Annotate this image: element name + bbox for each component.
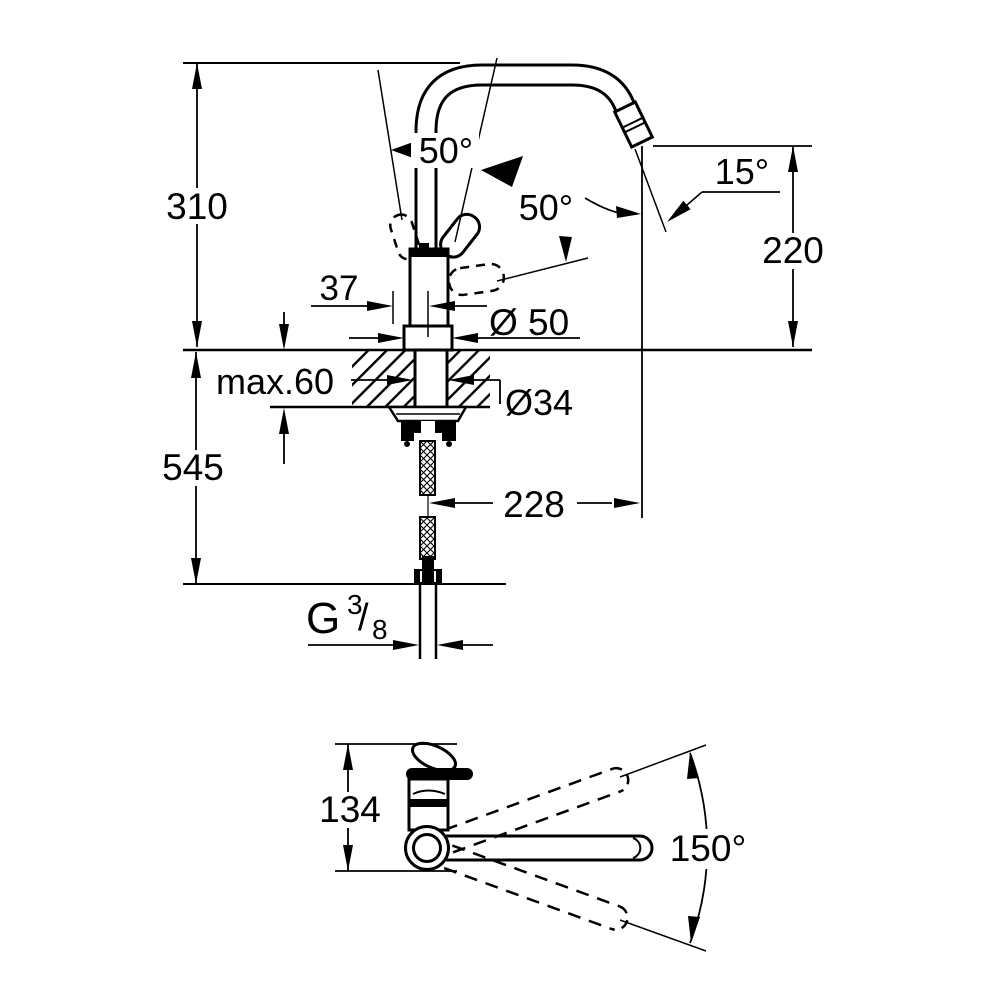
- dimension-hole-diameter-34: [448, 375, 501, 404]
- label-310: 310: [166, 186, 228, 227]
- label-37: 37: [320, 269, 359, 308]
- faucet-body: [408, 243, 450, 329]
- label-dia34: Ø34: [505, 382, 573, 423]
- spout-nozzle: [612, 99, 655, 150]
- label-134: 134: [319, 789, 381, 830]
- label-545: 545: [162, 447, 224, 488]
- dimension-offset-37: [311, 291, 487, 337]
- spout-dashed-up: [444, 767, 630, 854]
- labels: 310 545 220 50° 50° 15° 37 Ø 50 max.60 Ø…: [162, 130, 824, 869]
- label-15deg: 15°: [715, 151, 769, 192]
- label-50deg-left: 50°: [419, 130, 473, 171]
- spout-pipe: [414, 63, 636, 252]
- handle-dashed-horizontal: [447, 262, 506, 297]
- supply-hose-upper: [419, 440, 436, 496]
- supply-hose-lower: [419, 516, 436, 570]
- label-50deg-right: 50°: [519, 187, 573, 228]
- mounting-flange: [386, 405, 469, 447]
- body-plan: [406, 741, 473, 832]
- label-max60: max.60: [216, 361, 334, 402]
- tail-pipe: [418, 584, 438, 659]
- handle-dashed-left: [389, 213, 421, 261]
- dimension-base-diameter-50: [349, 333, 580, 343]
- label-backgrounds: [159, 133, 827, 869]
- dimension-handle-angle-right-50: [496, 236, 589, 282]
- label-228: 228: [503, 484, 565, 525]
- label-220: 220: [762, 230, 824, 271]
- label-dia50: Ø 50: [489, 302, 569, 343]
- swivel-pivot: [404, 825, 450, 871]
- connection-nut: [414, 569, 442, 584]
- lever-handle: [411, 741, 457, 773]
- dimension-spout-angle-15: [584, 148, 780, 233]
- spout-arm-solid: [446, 834, 654, 862]
- dimension-max-counter-thickness-60: [279, 312, 413, 464]
- label-thread-g38: G 3 / 8: [306, 589, 388, 645]
- faucet-top-view: [404, 741, 654, 931]
- dimension-thread-g38: [308, 640, 493, 650]
- label-150deg: 150°: [670, 828, 747, 869]
